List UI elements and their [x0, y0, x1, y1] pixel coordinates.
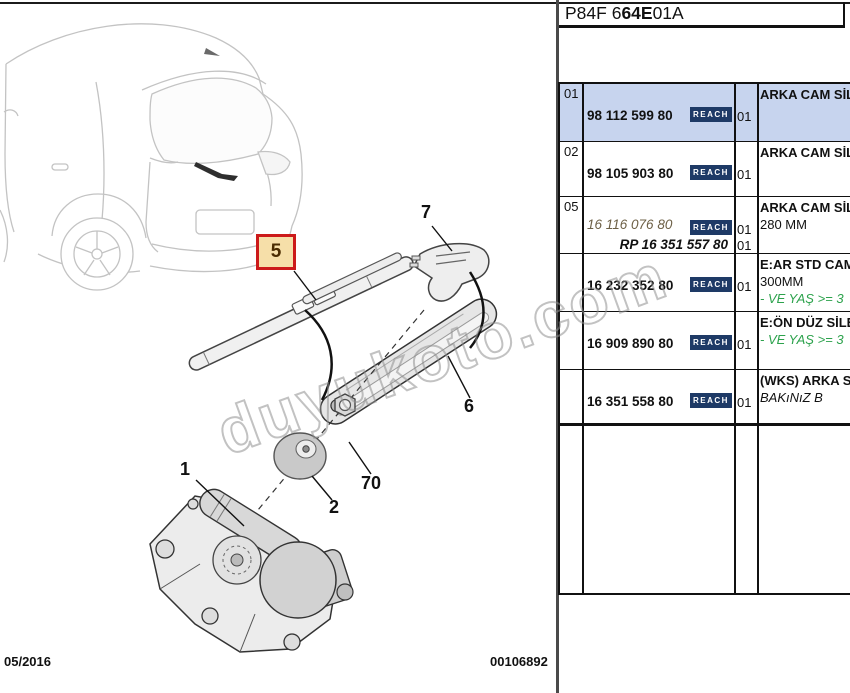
callout-6[interactable]: 6 — [464, 396, 475, 416]
callout-1[interactable]: 1 — [180, 459, 191, 479]
exploded-view-illustration — [0, 23, 498, 653]
quantity: 01 — [737, 109, 752, 124]
panel-divider — [556, 0, 559, 693]
row-index: 01 — [564, 86, 579, 101]
diagram-panel: 5 7 6 1 2 70 — [0, 4, 556, 654]
catalog-code-header: P84F 6 64E 01A — [559, 2, 845, 28]
table-row-selected[interactable]: 05 16 116 076 80 RP 16 351 557 80 REACH … — [560, 197, 850, 254]
revision-date: 05/2016 — [4, 654, 51, 669]
reach-badge[interactable]: REACH — [690, 277, 732, 292]
description-note: BAKıNıZ B — [760, 390, 823, 405]
description-line: (WKS) ARKA Sİ — [760, 373, 850, 388]
assembly-curve-left — [304, 309, 333, 401]
description-cell: E:AR STD CAM 300MM - VE YAŞ >= 3 — [760, 256, 850, 311]
description-line: 280 MM — [760, 217, 807, 232]
document-number: 00106892 — [490, 654, 548, 669]
part-number: 16 116 076 80 — [587, 217, 673, 232]
wiper-arm-drawing — [319, 298, 498, 425]
roof-antenna-fin — [204, 48, 220, 56]
table-row[interactable]: 16 232 352 80 REACH 01 E:AR STD CAM 300M… — [560, 254, 850, 312]
catalog-code-bold: 64E — [621, 3, 653, 23]
description-cell: ARKA CAM SİLE — [760, 86, 850, 141]
table-row[interactable]: 07 16 192 373 80 REACH 01 CAM SİLEC FIR — [560, 424, 850, 425]
column-separator — [582, 84, 584, 593]
table-row[interactable]: 16 909 890 80 REACH 01 E:ÖN DÜZ SİLE - V… — [560, 312, 850, 370]
reach-badge[interactable]: REACH — [690, 165, 732, 180]
description-note: - VE YAŞ >= 3 — [760, 332, 844, 347]
description-cell: ARKA CAM SİLE 280 MM — [760, 199, 850, 253]
description-cell: (WKS) ARKA Sİ BAKıNıZ B — [760, 372, 850, 423]
quantity: 01 — [737, 222, 752, 237]
parts-table: 01 98 112 599 80 REACH 01 ARKA CAM SİLE … — [558, 82, 850, 595]
assembly-curve-right — [468, 271, 485, 349]
description-line: E:ÖN DÜZ SİLE — [760, 315, 850, 330]
motor-drawing — [149, 488, 354, 653]
row-index: 05 — [564, 199, 579, 214]
top-rule — [0, 2, 850, 4]
nut-drawing — [334, 393, 356, 417]
callout-70[interactable]: 70 — [361, 473, 382, 493]
part-number: 16 232 352 80 — [587, 278, 674, 293]
quantity: 01 — [737, 337, 752, 352]
reach-badge[interactable]: REACH — [690, 393, 732, 408]
reach-badge[interactable]: REACH — [690, 107, 732, 122]
callout-5-selected[interactable]: 5 — [256, 234, 296, 270]
quantity: 01 — [737, 279, 752, 294]
table-row[interactable]: 70 4503 43 REACH 01 (MUL) ÇENGEL M8X125-… — [560, 425, 850, 426]
table-row[interactable]: 06 16 180 958 80 REACH 01 ARKA CAM SİLE — [560, 423, 850, 424]
quantity: 01 — [737, 167, 752, 182]
description-line: ARKA CAM SİLE — [760, 145, 850, 160]
description-line: ARKA CAM SİLE — [760, 200, 850, 215]
part-number: 98 105 903 80 — [587, 166, 674, 181]
part-number: 16 351 558 80 — [587, 394, 674, 409]
grommet-drawing — [273, 432, 327, 480]
column-separator — [734, 84, 736, 593]
table-row[interactable]: 16 351 558 80 REACH 01 (WKS) ARKA Sİ BAK… — [560, 370, 850, 423]
description-line: 300MM — [760, 274, 804, 289]
callout-2[interactable]: 2 — [329, 497, 340, 517]
reach-badge[interactable]: REACH — [690, 335, 732, 350]
column-separator — [757, 84, 759, 593]
description-note: - VE YAŞ >= 3 — [760, 291, 844, 306]
catalog-code-prefix: P84F 6 — [565, 3, 622, 23]
reach-badge[interactable]: REACH — [690, 220, 732, 235]
wiper-cap-drawing — [409, 242, 490, 302]
table-row[interactable]: 01 98 112 599 80 REACH 01 ARKA CAM SİLE — [560, 84, 850, 142]
part-number: 16 909 890 80 — [587, 336, 674, 351]
quantity: 01 — [737, 238, 752, 253]
catalog-code-suffix: 01A — [652, 3, 684, 23]
wiper-blade-drawing — [188, 252, 414, 371]
leader-lines — [195, 225, 471, 527]
table-row[interactable]: 02 98 105 903 80 REACH 01 ARKA CAM SİLE — [560, 142, 850, 197]
description-line: E:AR STD CAM — [760, 257, 850, 272]
description-line: ARKA CAM SİLE — [760, 87, 850, 102]
description-cell: E:ÖN DÜZ SİLE - VE YAŞ >= 3 — [760, 314, 850, 369]
replacement-part-number: RP 16 351 557 80 — [619, 237, 728, 252]
callout-7[interactable]: 7 — [421, 202, 432, 222]
quantity: 01 — [737, 395, 752, 410]
part-number: 98 112 599 80 — [587, 108, 673, 123]
tailgate-wiper-mark — [194, 162, 238, 181]
row-index: 02 — [564, 144, 579, 159]
description-cell: ARKA CAM SİLE — [760, 144, 850, 196]
